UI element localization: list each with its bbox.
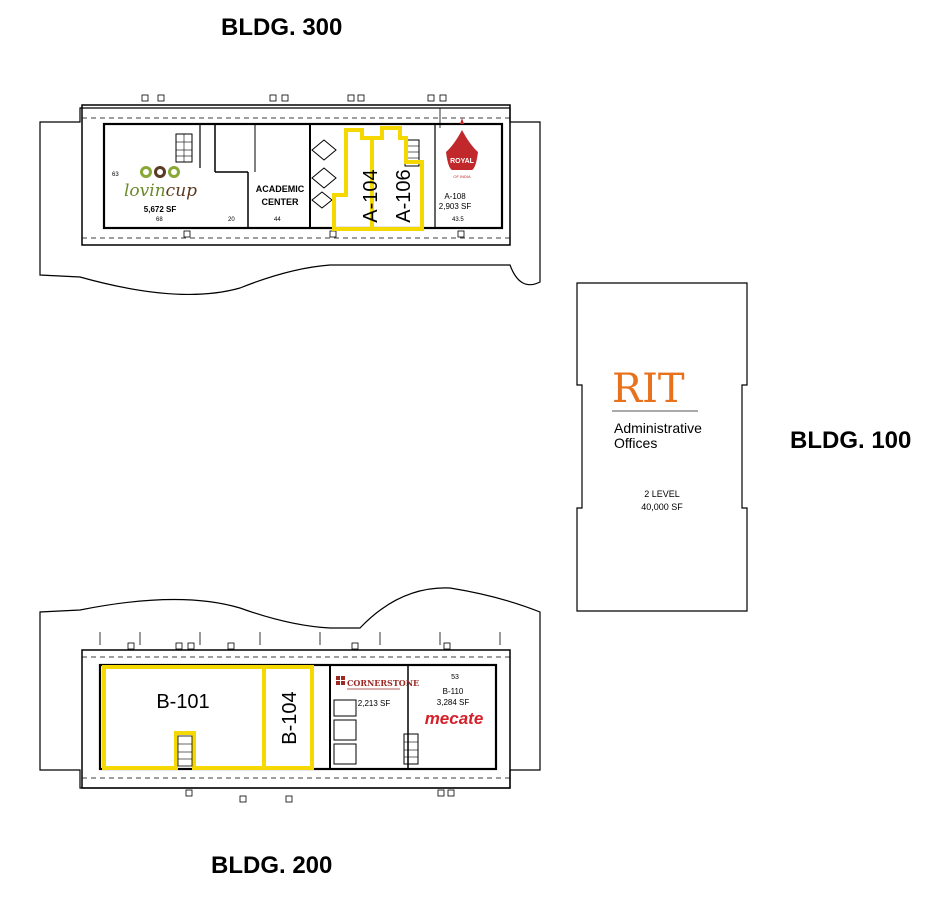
bldg-100: RIT Administrative Offices 2 LEVEL 40,00… [576, 282, 748, 612]
bldg-300-number-68: 68 [156, 217, 163, 223]
lovincup-name: lovincup [124, 181, 197, 201]
cornerstone-name: CORNERSTONE [347, 678, 419, 688]
suite-b104-outline[interactable] [262, 665, 314, 770]
royal-of-india-logo: ROYAL OF INDIA [446, 118, 478, 179]
academic-center-line1: ACADEMIC [256, 184, 305, 194]
a108-sf: 2,903 SF [439, 202, 472, 211]
mecate-sf: 3,284 SF [437, 698, 470, 707]
royal-logo-subtext: OF INDIA [453, 174, 471, 179]
mecate-unit: B-110 [443, 687, 464, 696]
mecate-logo: mecate [425, 709, 484, 728]
bldg-300-number-20: 20 [228, 217, 235, 223]
bldg-300-number-63: 63 [112, 172, 119, 178]
bldg-300-available-suites: A-104 A-106 [332, 126, 424, 231]
bldg-100-label: BLDG. 100 [790, 427, 912, 454]
lovincup-logo: lovincup [124, 166, 197, 201]
bldg-300-number-43-5: 43.5 [452, 217, 464, 223]
suite-a106-outline[interactable] [370, 126, 424, 231]
bldg-300-number-44: 44 [274, 217, 281, 223]
suite-b101-outline[interactable] [102, 665, 266, 770]
bldg-100-offices-line1: Administrative [614, 420, 702, 436]
royal-logo-text: ROYAL [450, 158, 475, 165]
suite-a104-label: A-104 [360, 169, 382, 222]
bldg-200-available-suites: B-101 B-104 [102, 665, 314, 770]
bldg-300-label: BLDG. 300 [221, 14, 343, 41]
bldg-100-offices-line2: Offices [614, 435, 657, 451]
academic-center-line2: CENTER [261, 197, 299, 207]
bldg-300-labels: 63 68 20 44 43.5 ACADEMIC CENTER lovincu… [112, 118, 478, 223]
bldg-100-level: 2 LEVEL [644, 489, 680, 499]
suite-b104-label: B-104 [279, 691, 301, 744]
lovincup-sf: 5,672 SF [144, 205, 177, 214]
rit-logo: RIT [612, 366, 685, 412]
bldg-200-label: BLDG. 200 [211, 852, 333, 879]
bldg-300-floorplan [39, 94, 541, 296]
royal-dome-icon [446, 130, 478, 170]
bldg-100-sf: 40,000 SF [641, 502, 683, 512]
cornerstone-logo: CORNERSTONE [336, 676, 419, 690]
suite-a106-label: A-106 [393, 169, 415, 222]
a108-unit: A-108 [444, 192, 466, 201]
suite-b101-label: B-101 [156, 691, 209, 713]
bldg-200-tenants: CORNERSTONE 2,213 SF 53 B-110 3,284 SF m… [336, 674, 483, 728]
bldg-100-outline [576, 282, 748, 612]
mecate-number: 53 [451, 674, 459, 681]
cornerstone-sf: 2,213 SF [358, 699, 391, 708]
